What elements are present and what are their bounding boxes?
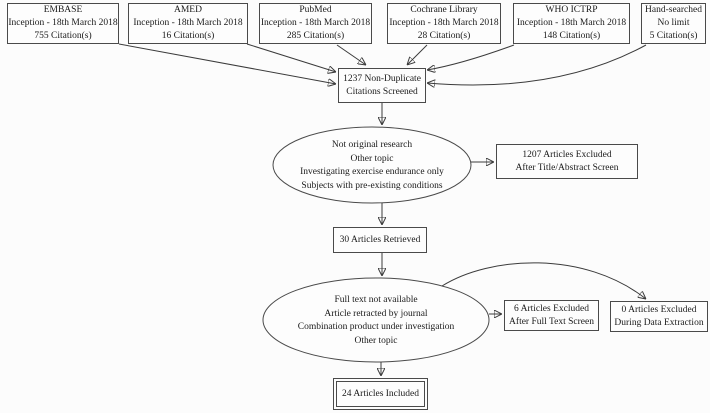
source-citations: 285 Citation(s) xyxy=(286,31,345,41)
included-box: 24 Articles Included xyxy=(333,378,428,410)
exclusion-ellipse-title-abstract xyxy=(272,126,472,204)
source-daterange: Inception - 18th March 2018 xyxy=(516,18,627,28)
source-name: Hand-searched xyxy=(645,5,702,15)
arrow-ellipse2-to-excluded-data-extraction xyxy=(441,262,646,299)
reason-line: Full text not available xyxy=(334,295,418,305)
retrieved-box: 30 Articles Retrieved xyxy=(333,227,427,253)
source-daterange: Inception - 18th March 2018 xyxy=(133,18,243,28)
excluded-stage-line: After Full Text Screen xyxy=(509,316,594,327)
arrow-whoictrp-to-screened xyxy=(427,44,515,70)
reason-line: Other topic xyxy=(350,153,394,164)
source-citations: 28 Citation(s) xyxy=(417,31,471,41)
source-daterange: No limit xyxy=(657,18,690,28)
reason-line: Subjects with pre-existing conditions xyxy=(301,180,443,191)
excluded-stage-line: During Data Extraction xyxy=(614,317,704,328)
reason-line: Combination product under investigation xyxy=(297,322,455,332)
reason-line: Investigating exercise endurance only xyxy=(300,167,444,177)
arrow-cochrane-to-screened xyxy=(407,44,428,65)
source-box-embase: EMBASE Inception - 18th March 2018 755 C… xyxy=(7,3,119,44)
source-citations: 755 Citation(s) xyxy=(34,31,92,41)
source-daterange: Inception - 18th March 2018 xyxy=(8,18,118,28)
source-citations: 5 Citation(s) xyxy=(649,31,698,41)
excluded-count-line: 6 Articles Excluded xyxy=(514,303,589,314)
excluded-box-full-text: 6 Articles Excluded After Full Text Scre… xyxy=(504,300,599,331)
source-box-hand-searched: Hand-searched No limit 5 Citation(s) xyxy=(641,3,706,44)
source-box-who-ictrp: WHO ICTRP Inception - 18th March 2018 14… xyxy=(513,3,630,44)
included-box-inner: 24 Articles Included xyxy=(336,381,425,407)
reason-line: Not original research xyxy=(331,140,413,150)
source-citations: 16 Citation(s) xyxy=(161,31,215,41)
source-daterange: Inception - 18th March 2018 xyxy=(389,18,499,28)
arrow-handsearched-to-screened xyxy=(427,44,647,85)
source-box-pubmed: PubMed Inception - 18th March 2018 285 C… xyxy=(259,3,372,44)
exclusion-ellipse-full-text xyxy=(262,277,490,363)
source-box-cochrane-library: Cochrane Library Inception - 18th March … xyxy=(387,3,501,44)
title-abstract-exclusion-reasons: Not original research Other topic Invest… xyxy=(273,139,471,193)
source-box-amed: AMED Inception - 18th March 2018 16 Cita… xyxy=(128,3,248,44)
excluded-count-line: 0 Articles Excluded xyxy=(621,304,697,315)
reason-line: Article retracted by journal xyxy=(324,308,428,319)
source-name: EMBASE xyxy=(43,5,83,15)
source-name: AMED xyxy=(174,5,202,15)
excluded-box-title-abstract: 1207 Articles Excluded After Title/Abstr… xyxy=(496,144,638,179)
full-text-exclusion-reasons: Full text not available Article retracte… xyxy=(266,294,486,348)
source-name: WHO ICTRP xyxy=(545,5,598,15)
excluded-box-data-extraction: 0 Articles Excluded During Data Extracti… xyxy=(610,301,708,332)
excluded-stage-line: After Title/Abstract Screen xyxy=(515,162,619,173)
source-name: PubMed xyxy=(299,5,332,15)
excluded-count-line: 1207 Articles Excluded xyxy=(522,149,612,160)
source-citations: 148 Citation(s) xyxy=(542,31,601,41)
retrieved-label: 30 Articles Retrieved xyxy=(339,234,421,245)
arrow-embase-to-screened xyxy=(118,43,336,84)
arrow-amed-to-screened xyxy=(246,43,336,72)
reason-line: Other topic xyxy=(354,335,398,346)
arrow-pubmed-to-screened xyxy=(336,44,366,65)
source-daterange: Inception - 18th March 2018 xyxy=(260,18,371,28)
screened-line2: Citations Screened xyxy=(346,86,418,97)
included-label: 24 Articles Included xyxy=(341,388,420,399)
source-name: Cochrane Library xyxy=(410,5,478,15)
screened-line1: 1237 Non-Duplicate xyxy=(343,73,421,84)
screened-box: 1237 Non-Duplicate Citations Screened xyxy=(338,68,426,103)
